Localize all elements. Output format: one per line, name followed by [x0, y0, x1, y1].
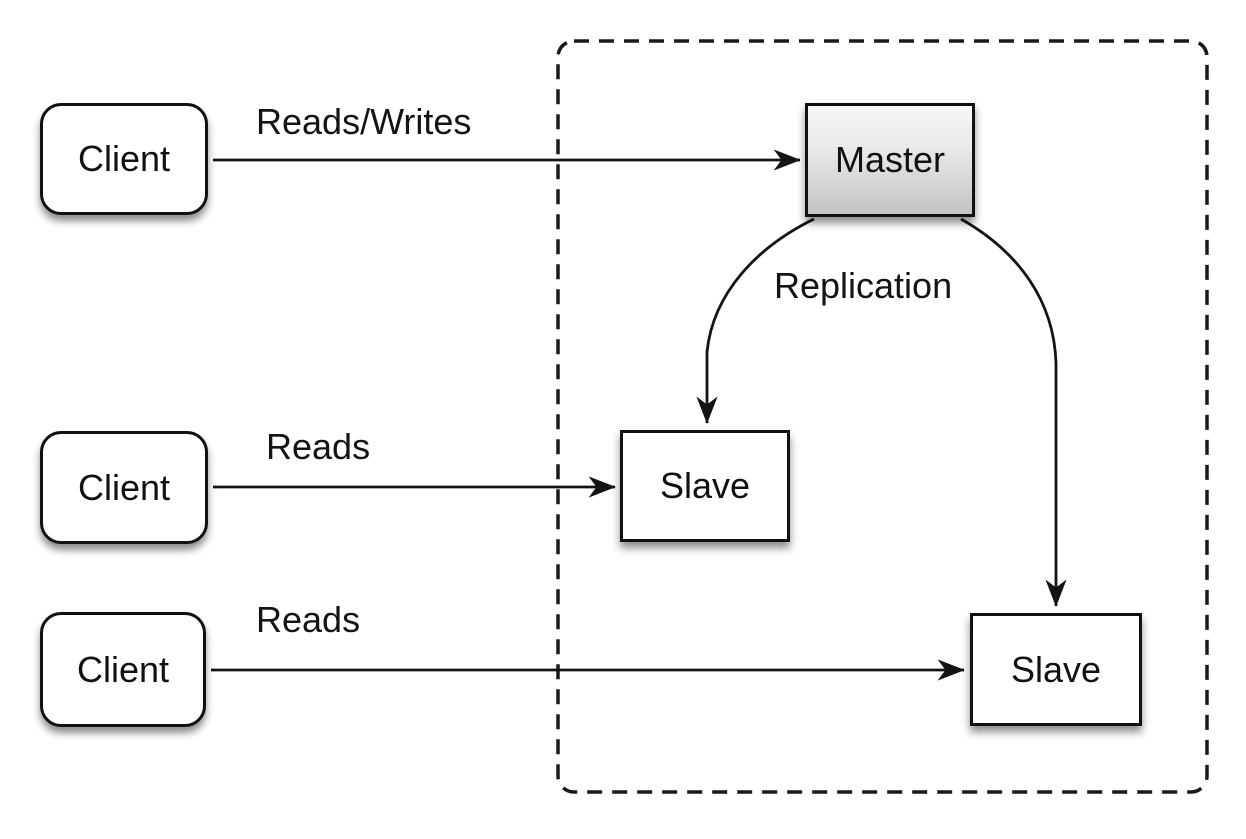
client-node-2: Client	[40, 431, 208, 544]
client-node-1: Client	[40, 103, 208, 215]
master-node: Master	[805, 103, 975, 217]
replication-label: Replication	[774, 265, 953, 306]
master-node-label: Master	[834, 139, 946, 180]
reads-label-middle: Reads	[266, 426, 371, 467]
reads-label-bottom: Reads	[256, 599, 361, 640]
client-node-3-label: Client	[76, 648, 170, 690]
replication-arrow-left	[696, 217, 815, 424]
slave-node-2: Slave	[970, 613, 1142, 726]
client-node-3: Client	[40, 612, 206, 727]
slave-node-2-label: Slave	[1010, 648, 1102, 690]
client-node-1-label: Client	[77, 138, 171, 179]
reads-writes-label: Reads/Writes	[256, 101, 472, 142]
slave-node-1-label: Slave	[659, 465, 751, 506]
replication-arrow-right	[960, 217, 1067, 607]
client-node-2-label: Client	[77, 466, 171, 508]
slave-node-1: Slave	[620, 430, 790, 542]
replication-boundary-box	[556, 39, 1209, 794]
